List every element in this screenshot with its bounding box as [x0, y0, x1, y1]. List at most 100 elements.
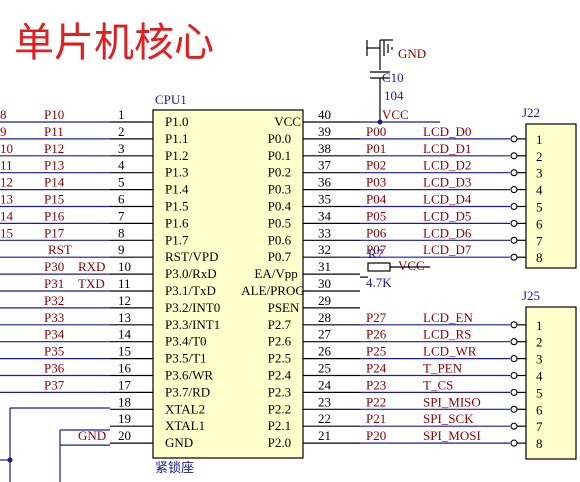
cpu-pin-name: P2.1 [268, 418, 291, 433]
cpu-pin-name: P0.3 [268, 182, 291, 197]
net-label: P03 [366, 175, 386, 190]
connector-pin-number: 8 [536, 436, 543, 451]
connector-pin-number: 2 [536, 335, 543, 350]
cpu-pin-name: RST/VPD [165, 249, 218, 264]
net-label: P32 [44, 293, 64, 308]
cpu-pin-name: P2.2 [268, 401, 291, 416]
cpu-pin-name: P2.4 [268, 368, 292, 383]
net-label: P35 [44, 344, 64, 359]
cpu-pin-name: P0.7 [268, 249, 292, 264]
cpu-left-pin-9: 9 RST/VPD RST [0, 242, 218, 264]
capacitor-value: 104 [384, 88, 404, 103]
connector-pin-number: 7 [536, 233, 543, 248]
j22-pin-8: 8 [510, 250, 543, 265]
j22-pin-1: 1 [510, 132, 543, 147]
resistor-r7: R7 4.7K VCC [366, 246, 430, 290]
cpu-pin-name: P2.5 [268, 351, 291, 366]
cpu-pin-name: P3.2/INT0 [165, 300, 220, 315]
cpu-pin-name: EA/Vpp [254, 266, 297, 281]
cpu-pin-number: 39 [318, 124, 331, 139]
cpu-pin-number: 7 [118, 208, 125, 223]
cpu-pin-number: 10 [118, 259, 131, 274]
cpu-pin-number: 9 [118, 242, 125, 257]
cpu-pin-number: 5 [118, 175, 125, 190]
net-label: P11 [44, 124, 64, 139]
cpu-pin-number: 38 [318, 141, 331, 156]
j22-pin-5: 5 [510, 200, 543, 215]
net-label: P31 [44, 276, 64, 291]
cpu-pin-number: 14 [118, 327, 132, 342]
cpu-pin-number: 25 [318, 361, 331, 376]
net-label: GND [78, 428, 106, 443]
net-label: P34 [44, 327, 65, 342]
j25-pin-1: 1 [510, 318, 543, 333]
net-label: P01 [366, 141, 386, 156]
net-label: P25 [366, 344, 386, 359]
wire-number: 10 [0, 141, 13, 156]
cpu-pin-number: 24 [318, 377, 332, 392]
cpu-ref: CPU1 [155, 92, 187, 107]
net-label-alt: RXD [78, 259, 105, 274]
cpu-pin-name: P2.7 [268, 317, 292, 332]
net-label: P02 [366, 158, 386, 173]
wire-number: 14 [0, 208, 14, 223]
cpu-pin-number: 31 [318, 259, 331, 274]
cpu-socket-label: 紧锁座 [155, 460, 194, 475]
cpu-pin-number: 33 [318, 225, 331, 240]
cpu-pin-name: P1.5 [165, 199, 188, 214]
signal-label: LCD_D6 [423, 225, 472, 240]
signal-label: LCD_D2 [423, 158, 471, 173]
cpu-right-pin-31: 31 EA/Vpp [254, 259, 368, 281]
signal-label: LCD_D1 [423, 141, 471, 156]
net-label: P26 [366, 327, 387, 342]
net-label: P30 [44, 259, 64, 274]
cpu-pin-number: 3 [118, 141, 125, 156]
net-label: P14 [44, 175, 65, 190]
net-label: P27 [366, 310, 387, 325]
cpu-pin-name: P0.4 [268, 199, 292, 214]
cpu-pin-number: 21 [318, 428, 331, 443]
j25-pin-8: 8 [510, 436, 543, 451]
connector-pin-number: 1 [536, 318, 543, 333]
cpu-pin-name: P0.2 [268, 165, 291, 180]
signal-label: LCD_D4 [423, 192, 472, 207]
net-label: P21 [366, 411, 386, 426]
net-label-alt: TXD [78, 276, 105, 291]
cpu-pin-number: 11 [118, 276, 131, 291]
net-label: P10 [44, 107, 64, 122]
wire-number: 11 [0, 158, 13, 173]
j25-pin-2: 2 [510, 335, 543, 350]
net-label: RST [48, 242, 72, 257]
net-label: P05 [366, 208, 386, 223]
net-label: P15 [44, 192, 64, 207]
connector-j25-body [525, 306, 577, 460]
net-label: P12 [44, 141, 64, 156]
cpu-pin-number: 18 [118, 394, 131, 409]
resistor-body [367, 262, 391, 272]
cpu-pin-name: XTAL1 [165, 418, 205, 433]
cpu-pin-name: PSEN [268, 300, 300, 315]
cpu-pin-number: 28 [318, 310, 331, 325]
cpu-pin-number: 20 [118, 428, 131, 443]
connector-pin-number: 1 [536, 132, 543, 147]
net-label: P24 [366, 361, 387, 376]
